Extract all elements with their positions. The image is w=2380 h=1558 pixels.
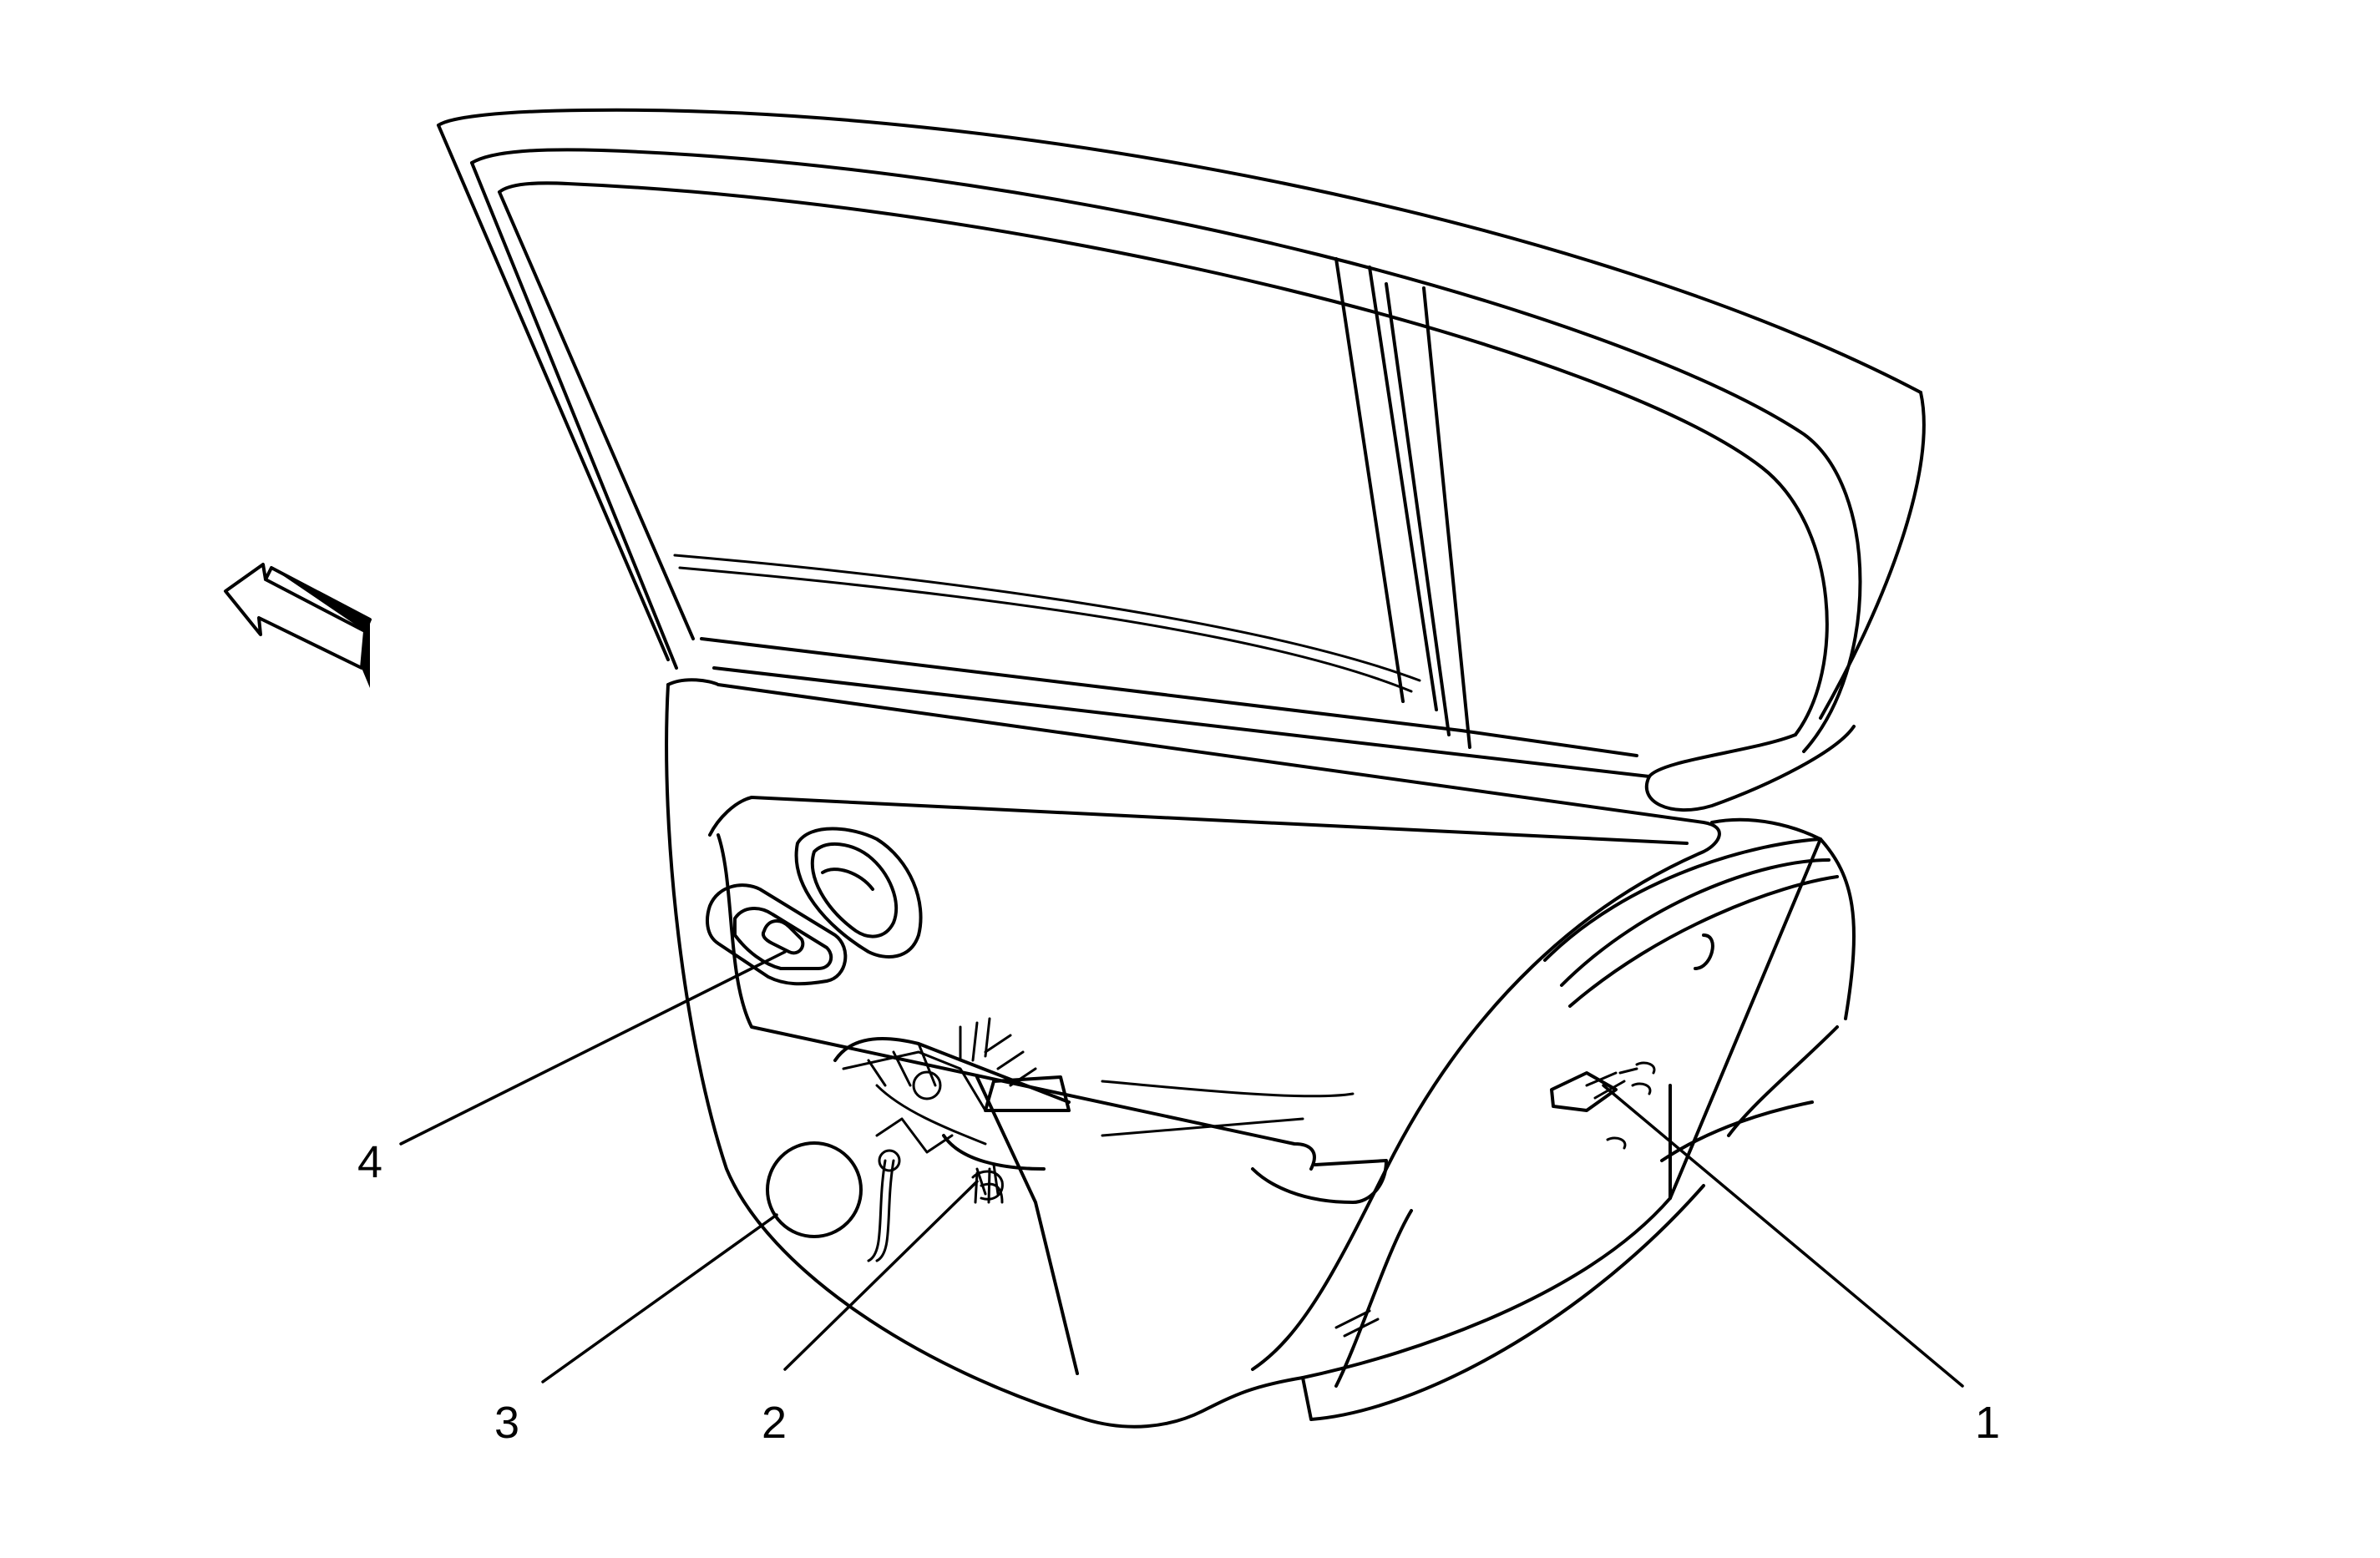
callout-1: 1	[1975, 1398, 2000, 1448]
body-side	[1301, 391, 1926, 1421]
door-panel	[665, 678, 1721, 1429]
leader-3	[541, 1213, 778, 1383]
door-frame	[437, 108, 1922, 812]
callout-3: 3	[494, 1398, 519, 1448]
callout-2: 2	[762, 1398, 787, 1448]
door-handle-bezel	[794, 827, 923, 959]
direction-arrow-icon	[224, 563, 372, 688]
callout-4: 4	[357, 1137, 382, 1187]
leader-lines	[399, 950, 1964, 1388]
speaker-grille	[766, 1141, 863, 1238]
leader-2	[783, 1180, 979, 1371]
leader-4	[399, 950, 787, 1146]
leader-1	[1602, 1084, 1964, 1388]
door-fastener	[971, 1167, 1004, 1204]
armrest	[833, 1037, 1071, 1171]
lock-switch-bezel	[706, 883, 848, 986]
door-mechanism	[842, 1017, 1037, 1262]
